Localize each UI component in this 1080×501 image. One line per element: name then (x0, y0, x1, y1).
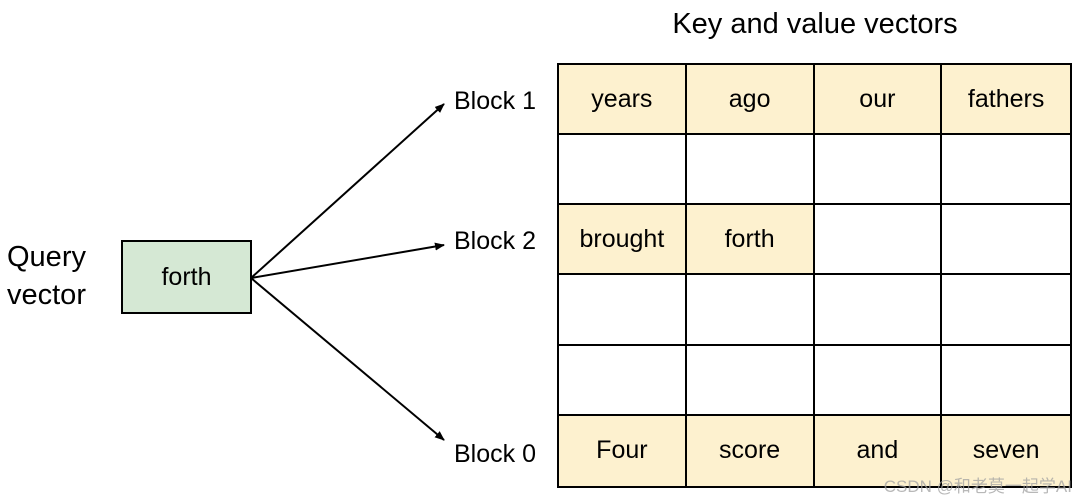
grid-cell-r0-c3: fathers (942, 65, 1070, 136)
arrow-to-block-2 (250, 242, 445, 279)
grid-cell-r3-c2 (814, 275, 943, 346)
arrow-to-block-1 (250, 103, 445, 279)
block-label-0: Block 0 (454, 440, 536, 468)
grid-cell-r2-c2 (814, 205, 943, 276)
block-label-2: Block 2 (454, 227, 536, 255)
arrow-to-block-0 (250, 277, 445, 441)
grid-cell-r0-c0: years (559, 65, 687, 136)
query-token: forth (161, 262, 212, 291)
grid-cell-r3-c3 (942, 275, 1070, 346)
block-label-1: Block 1 (454, 87, 536, 115)
query-vector-box: forth (121, 240, 252, 314)
query-label-line-1: Query (7, 241, 86, 273)
grid-cell-r5-c3: seven (942, 415, 1070, 486)
grid-cell-r1-c3 (942, 135, 1070, 206)
diagram-title: Key and value vectors (672, 8, 958, 40)
grid-cell-r2-c3 (942, 205, 1070, 276)
grid-cell-r0-c1: ago (686, 65, 815, 136)
grid-cell-r2-c1: forth (686, 205, 815, 276)
grid-cell-r3-c1 (686, 275, 815, 346)
grid-cell-r5-c0: Four (559, 415, 687, 486)
grid-cell-r0-c2: our (814, 65, 943, 136)
grid-cell-r4-c3 (942, 345, 1070, 416)
grid-cell-r1-c0 (559, 135, 687, 206)
grid-cell-r5-c1: score (686, 415, 815, 486)
query-vector-label: Query vector (7, 238, 86, 314)
grid-cell-r1-c2 (814, 135, 943, 206)
watermark: CSDN @和老莫一起学AI (883, 477, 1072, 496)
grid-cell-r3-c0 (559, 275, 687, 346)
grid-cell-r4-c2 (814, 345, 943, 416)
query-label-line-2: vector (7, 279, 86, 311)
grid-cell-r4-c0 (559, 345, 687, 416)
grid-cell-r5-c2: and (814, 415, 943, 486)
grid-cell-r1-c1 (686, 135, 815, 206)
grid-cell-r2-c0: brought (559, 205, 687, 276)
grid-cell-r4-c1 (686, 345, 815, 416)
